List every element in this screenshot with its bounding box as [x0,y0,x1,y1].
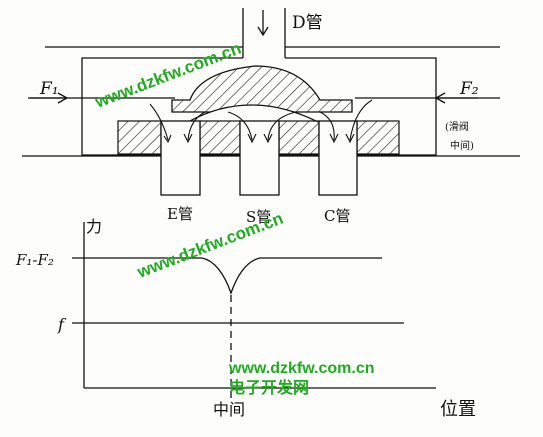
flow-arrowhead-3 [247,133,257,144]
flow-arrow-2 [187,111,206,141]
y-axis-label: 力 [86,217,102,236]
series-f-label: f [57,315,67,334]
watermark-url-2: www.dzkfw.com.cn [134,209,286,282]
flow-arrow-4 [267,111,297,141]
flow-arrows [149,99,373,144]
s-pipe [239,120,280,196]
flow-arrow-5 [319,111,335,141]
flow-arrowhead-2 [183,133,193,144]
valve-seat [117,120,400,155]
f1-arrow-icon [30,92,69,104]
seat-block-4 [356,120,400,155]
series-f1-minus-f2-line [72,257,382,295]
series-f1-minus-f2-label: F₁-F₂ [15,251,54,269]
c-pipe-label: C管 [324,207,350,225]
flow-arrowhead-6 [345,133,355,144]
d-pipe-label: D管 [292,13,323,33]
d-pipe-flow-arrow-icon [257,10,269,37]
f2-label: F₂ [459,79,479,99]
side-note-1: (滑阀 [445,120,469,133]
side-note-2: 中间) [450,139,474,152]
flow-arrowhead-1 [163,134,172,144]
flow-arrowhead-5 [329,133,339,144]
f2-arrow-icon [434,92,478,104]
flow-arrow-1 [149,103,169,141]
f1-label: F₁ [39,79,59,99]
watermark-site-name: 电子开发网 [229,378,309,397]
e-pipe-label: E管 [167,205,193,223]
x-axis-label: 位置 [440,399,476,420]
flow-arrow-6 [349,99,373,141]
watermark-url-3: www.dzkfw.com.cn [228,360,375,377]
flow-arrowhead-4 [263,133,273,144]
s-pipe-label: S管 [246,208,271,226]
slide-valve-dome [171,65,353,113]
seat-block-3 [278,120,320,155]
seat-block-2 [199,120,241,155]
e-pipe [160,120,201,196]
seat-block-1 [117,120,162,155]
flow-arrow-3 [227,111,253,141]
force-graph [72,222,436,398]
slide-valve-arch [187,104,319,123]
x-tick-middle: 中间 [213,400,245,419]
c-pipe [318,120,358,196]
